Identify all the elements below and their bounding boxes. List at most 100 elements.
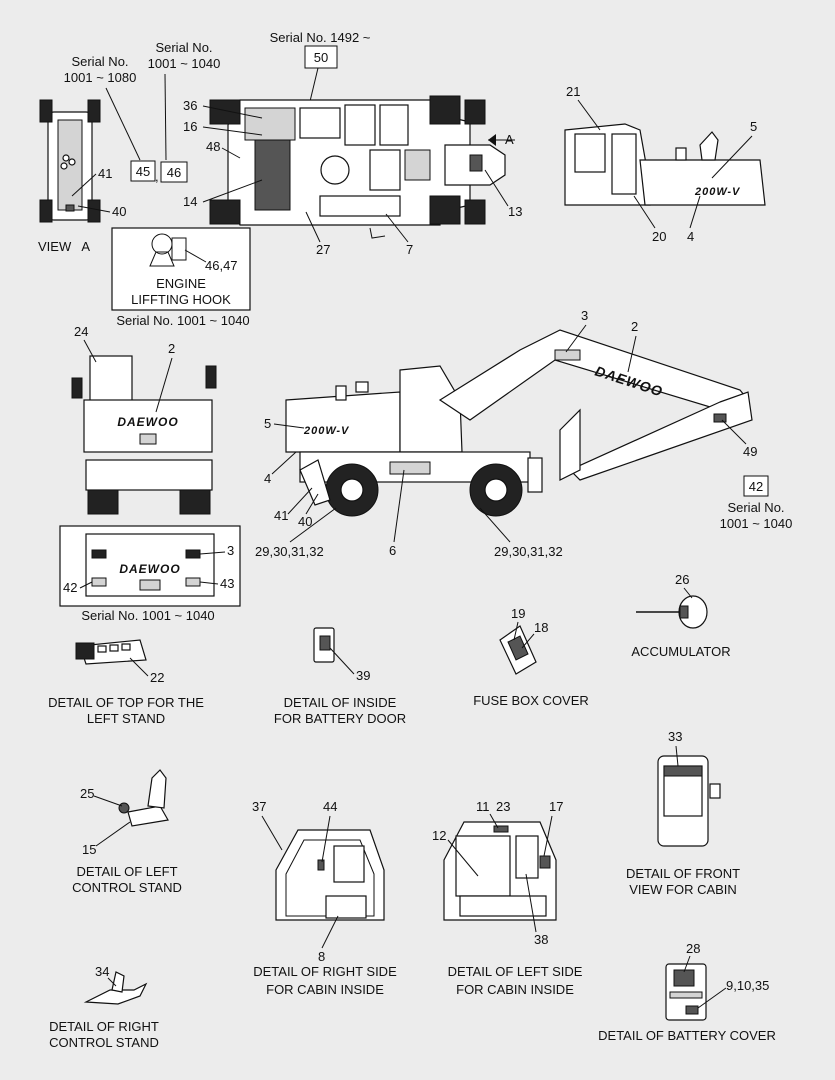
callout-3-plate: 3 [227,543,234,558]
brand-decal-rear: DAEWOO [117,415,178,429]
side-view-upper-drawing: 200W-V [564,123,766,206]
callout-23: 23 [496,799,510,814]
callout-12: 12 [432,828,446,843]
callout-27: 27 [316,242,330,257]
view-arrow-label: A [505,132,514,147]
serial-side-label: Serial No. [727,500,784,515]
boxed-number-50-label: 50 [314,50,328,65]
callout-34: 34 [95,964,109,979]
callout-25: 25 [80,786,94,801]
callout-9-10-35: 9,10,35 [726,978,769,993]
serial-1492: Serial No. 1492 ~ [270,30,371,45]
callout-42-plate: 42 [63,580,77,595]
callout-5-upper: 5 [750,119,757,134]
caption-accumulator: ACCUMULATOR [631,644,730,659]
top-view-drawing [209,95,506,239]
rear-view-drawing: DAEWOO [71,355,217,515]
callout-20: 20 [652,229,666,244]
caption-right-cabin-line2: FOR CABIN INSIDE [266,982,384,997]
callout-26: 26 [675,572,689,587]
caption-right-cabin-line1: DETAIL OF RIGHT SIDE [253,964,397,979]
rear-plate-drawing: DAEWOO [85,533,215,597]
view-a-drawing [39,99,101,223]
callout-44: 44 [323,799,337,814]
serial-label: Serial No. [71,54,128,69]
caption-left-stand-line1: DETAIL OF TOP FOR THE [48,695,204,710]
callout-3-boom: 3 [581,308,588,323]
hook-caption-line2: LIFFTING HOOK [131,292,231,307]
boxed-number-42-label: 42 [749,479,763,494]
callout-22: 22 [150,670,164,685]
brand-decal-plate: DAEWOO [119,562,180,576]
boxed-number-46 [160,161,188,183]
callout-11: 11 [476,799,490,814]
callout-7: 7 [406,242,413,257]
caption-battery-door-line1: DETAIL OF INSIDE [284,695,397,710]
callout-15: 15 [82,842,96,857]
serial-rear: Serial No. 1001 ~ 1040 [81,608,214,623]
fuse-box-cover-drawing [499,625,537,675]
right-control-stand-drawing [83,971,148,1005]
model-badge-side: 200W-V [303,425,350,437]
callout-48: 48 [206,139,220,154]
callout-46-47: 46,47 [205,258,238,273]
serial-side-range: 1001 ~ 1040 [720,516,793,531]
serial-range: 1001 ~ 1080 [64,70,137,85]
callout-21: 21 [566,84,580,99]
callout-37: 37 [252,799,266,814]
left-control-stand-drawing [118,769,169,827]
engine-hook-icon [149,233,187,267]
view-a-label: VIEW A [38,239,90,254]
accumulator-drawing [636,595,708,629]
callout-17: 17 [549,799,563,814]
caption-left-cabin-line2: FOR CABIN INSIDE [456,982,574,997]
caption-left-stand-line2: LEFT STAND [87,711,165,726]
boxed-number-45 [130,160,156,182]
callout-13: 13 [508,204,522,219]
boxed-number-50 [304,45,338,69]
callout-2-boom: 2 [631,319,638,334]
boxed-number-42 [743,475,769,497]
svg-text:,: , [155,169,159,184]
caption-right-control-line1: DETAIL OF RIGHT [49,1019,159,1034]
callout-38: 38 [534,932,548,947]
callout-24: 24 [74,324,88,339]
callout-36: 36 [183,98,197,113]
caption-front-cabin-line2: VIEW FOR CABIN [629,882,737,897]
callout-29-32-front: 29,30,31,32 [255,544,324,559]
callout-4-upper: 4 [687,229,694,244]
serial-hook: Serial No. 1001 ~ 1040 [116,313,249,328]
caption-right-control-line2: CONTROL STAND [49,1035,159,1050]
boxed-number-45-label: 45 [136,164,150,179]
callout-43: 43 [220,576,234,591]
cabin-right-side-drawing [275,829,385,921]
cabin-left-side-drawing [443,821,557,921]
serial-range: 1001 ~ 1040 [148,56,221,71]
callout-6: 6 [389,543,396,558]
callout-14: 14 [183,194,197,209]
boxed-number-46-label: 46 [167,165,181,180]
serial-label: Serial No. [155,40,212,55]
caption-battery-cover: DETAIL OF BATTERY COVER [598,1028,776,1043]
callout-29-32-rear: 29,30,31,32 [494,544,563,559]
callout-41-view-a: 41 [98,166,112,181]
callout-40-side: 40 [298,514,312,529]
battery-cover-drawing [665,963,707,1021]
callout-5-side: 5 [264,416,271,431]
main-side-view-drawing: DAEWOO 200W-V [285,329,753,517]
caption-fuse-box: FUSE BOX COVER [473,693,589,708]
cabin-front-view-drawing [657,755,721,847]
callout-41-side: 41 [274,508,288,523]
callout-49: 49 [743,444,757,459]
caption-left-cabin-line1: DETAIL OF LEFT SIDE [448,964,583,979]
model-badge: 200W-V [694,186,741,198]
caption-left-control-line2: CONTROL STAND [72,880,182,895]
callout-33: 33 [668,729,682,744]
battery-door-drawing [313,627,335,663]
hook-caption-line1: ENGINE [156,276,206,291]
callout-16: 16 [183,119,197,134]
callout-19: 19 [511,606,525,621]
caption-battery-door-line2: FOR BATTERY DOOR [274,711,406,726]
